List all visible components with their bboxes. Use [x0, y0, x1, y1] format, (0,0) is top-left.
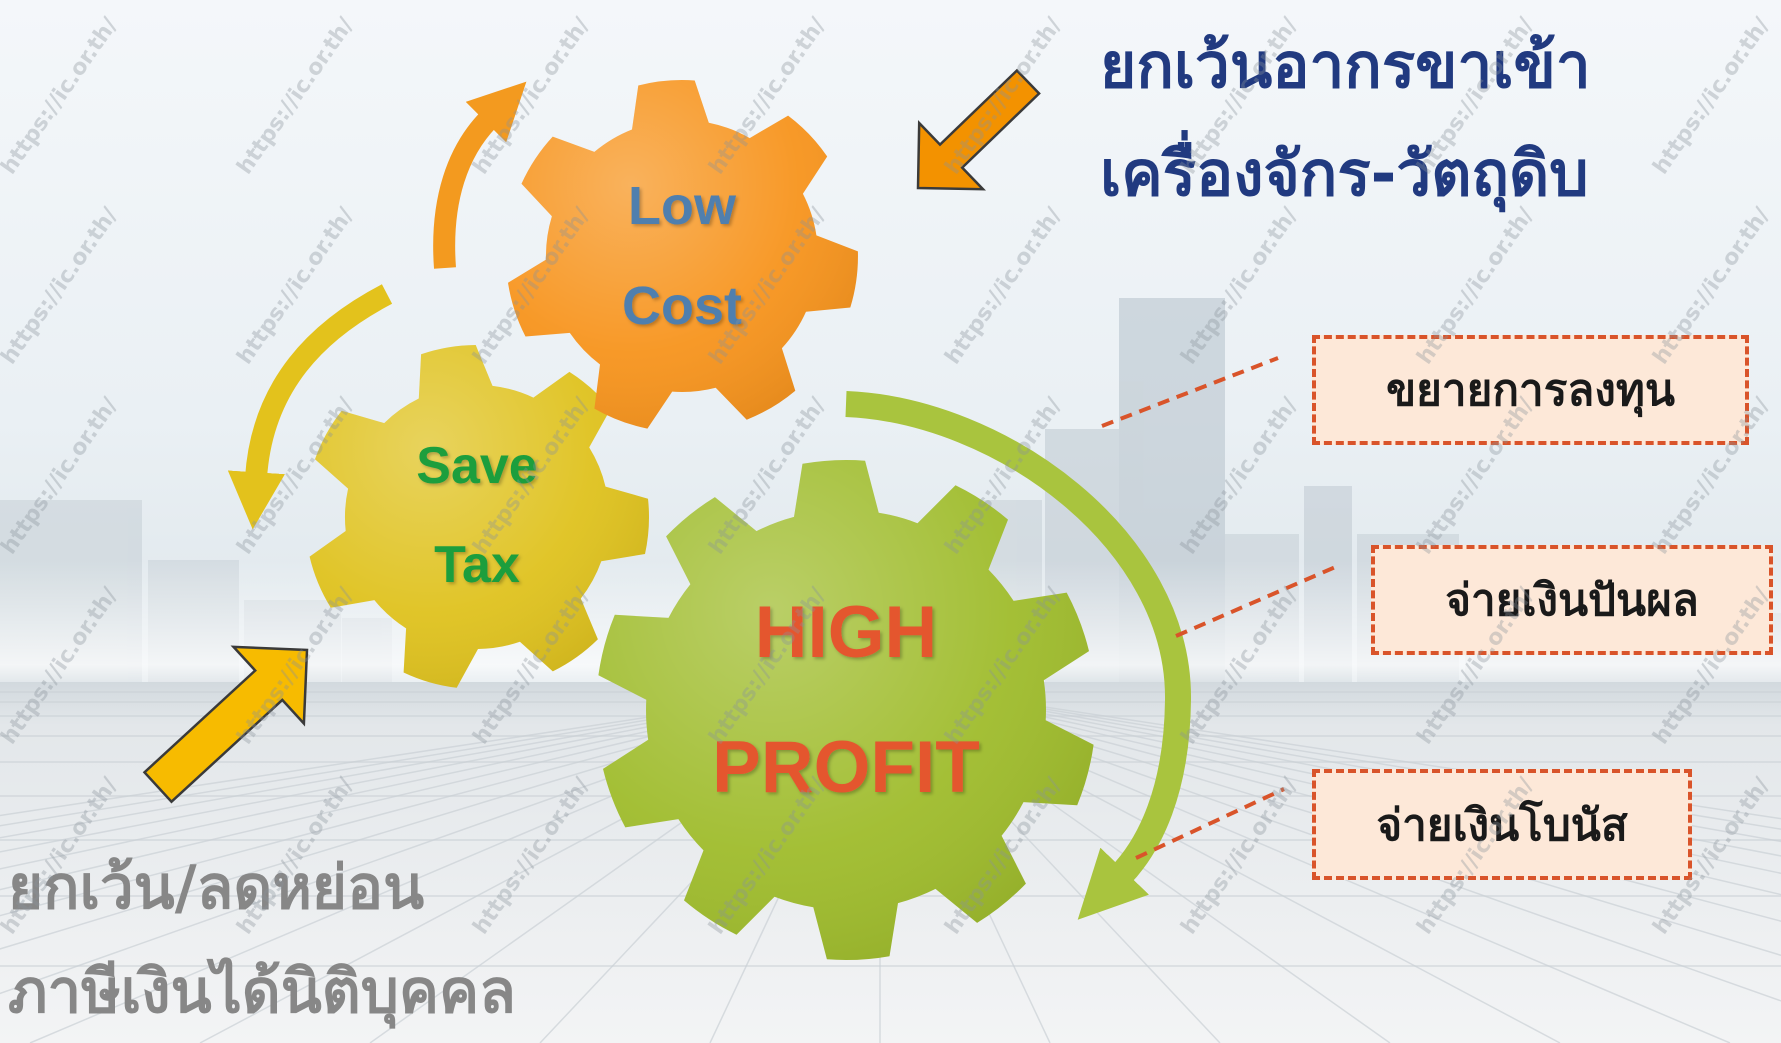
gear-low-cost: Low Cost — [508, 80, 858, 429]
gear-shade — [508, 80, 858, 429]
floor-line — [928, 689, 1781, 830]
gear-label-cost: Cost — [622, 276, 742, 336]
floor-line — [0, 689, 839, 853]
connector-line-2 — [1175, 563, 1341, 638]
gear-shade — [598, 459, 1094, 961]
floor-line — [0, 689, 843, 870]
curved-arrow-green — [845, 391, 1192, 920]
curved-arrow-yellow — [227, 284, 393, 530]
outcome-box-dividend: จ่ายเงินปันผล — [1371, 545, 1773, 655]
gear-label-high: HIGH — [755, 592, 938, 673]
gear-label-save: Save — [416, 437, 537, 495]
outcome-label: ขยายการลงทุน — [1386, 365, 1675, 416]
footer-line-2: ภาษีเงินได้นิติบุคคล — [8, 957, 516, 1027]
title-line-1: ยกเว้นอากรขาเข้า — [1100, 29, 1591, 102]
gear-shade — [309, 345, 649, 688]
outcome-box-invest: ขยายการลงทุน — [1312, 335, 1749, 445]
floor-line — [925, 689, 1781, 843]
gear-label-low: Low — [628, 176, 737, 236]
floor-line — [0, 689, 832, 827]
block-arrow-orange — [916, 68, 1041, 191]
outcome-box-bonus: จ่ายเงินโบนัส — [1312, 769, 1692, 880]
connector-line-1 — [1101, 356, 1279, 428]
gear-label-profit: PROFIT — [712, 727, 980, 808]
floor-line — [921, 689, 1781, 857]
floor-line — [0, 689, 828, 817]
floor-line — [0, 689, 847, 891]
floor-line — [917, 689, 1781, 875]
gear-save-tax: Save Tax — [309, 345, 649, 688]
outcome-label: จ่ายเงินปันผล — [1445, 575, 1699, 626]
gear-high-profit: HIGH PROFIT — [598, 459, 1094, 961]
floor-line — [932, 689, 1781, 820]
connector-line-3 — [1135, 787, 1285, 860]
footer-line-1: ยกเว้น/ลดหย่อน — [8, 853, 425, 923]
title-line-2: เครื่องจักร-วัตถุดิบ — [1100, 137, 1589, 210]
gear-label-tax: Tax — [434, 536, 520, 594]
curved-arrow-orange — [433, 81, 527, 269]
block-arrow-yellow — [142, 645, 309, 804]
outcome-label: จ่ายเงินโบนัส — [1376, 799, 1628, 851]
floor-line — [0, 689, 851, 917]
floor-line — [0, 689, 835, 839]
